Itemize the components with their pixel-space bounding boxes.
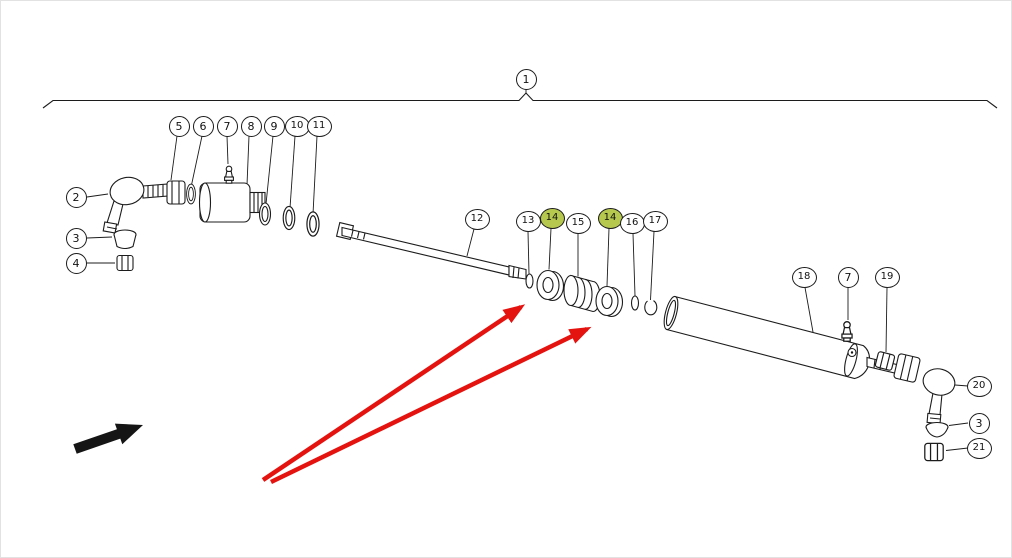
- callout-19[interactable]: 19: [874, 266, 900, 288]
- callout-3[interactable]: 3: [65, 227, 87, 249]
- leader-lines: [86, 89, 969, 451]
- part-ring-13: [525, 273, 534, 289]
- part-cylinder-tube: [663, 295, 870, 380]
- callout-1[interactable]: 1: [515, 68, 537, 90]
- callout-21[interactable]: 21: [966, 437, 992, 459]
- callout-14[interactable]: 14: [597, 207, 623, 229]
- callout-15[interactable]: 15: [565, 212, 591, 234]
- callout-17[interactable]: 17: [642, 210, 668, 232]
- red-pointer-arrows: [261, 304, 592, 485]
- part-piston-rod: [335, 221, 527, 280]
- callout-14[interactable]: 14: [539, 207, 565, 229]
- part-clamp-left: [166, 180, 186, 205]
- callout-8[interactable]: 8: [240, 115, 262, 137]
- callout-13[interactable]: 13: [515, 210, 541, 232]
- part-nut-3-left: [113, 229, 137, 250]
- callout-7[interactable]: 7: [216, 115, 238, 137]
- part-washer-3b: [925, 421, 949, 438]
- callout-12[interactable]: 12: [464, 208, 490, 230]
- part-tie-rod-right: [866, 353, 956, 425]
- part-snap-ring-17: [644, 300, 658, 316]
- callout-20[interactable]: 20: [966, 375, 992, 397]
- callout-5[interactable]: 5: [168, 115, 190, 137]
- direction-arrow-icon: [73, 423, 143, 454]
- callout-11[interactable]: 11: [306, 115, 332, 137]
- callout-18[interactable]: 18: [791, 266, 817, 288]
- callout-10[interactable]: 10: [284, 115, 310, 137]
- callout-9[interactable]: 9: [263, 115, 285, 137]
- callout-4[interactable]: 4: [65, 252, 87, 274]
- callout-3[interactable]: 3: [968, 412, 990, 434]
- callout-7[interactable]: 7: [837, 266, 859, 288]
- part-ring-16: [630, 295, 640, 311]
- part-tie-rod-end-left: [102, 176, 169, 234]
- callout-6[interactable]: 6: [192, 115, 214, 137]
- callout-16[interactable]: 16: [619, 212, 645, 234]
- callout-2[interactable]: 2: [65, 186, 87, 208]
- part-guide-15: [563, 274, 601, 313]
